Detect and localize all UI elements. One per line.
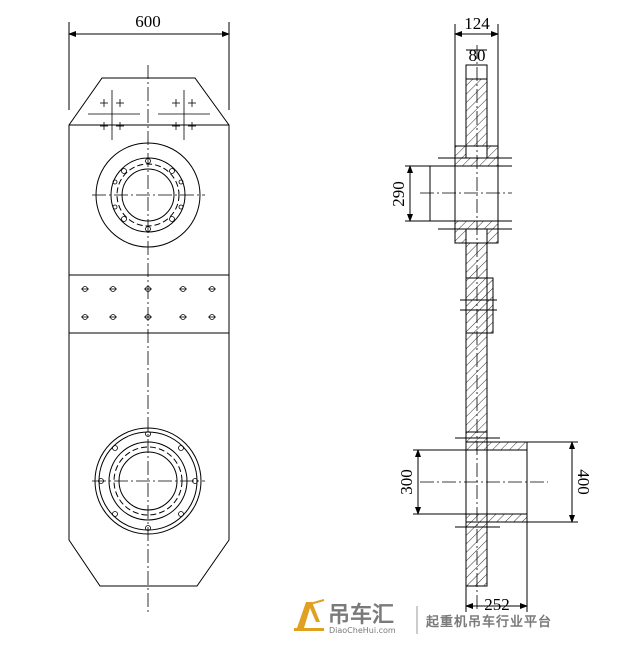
crane-logo-icon	[294, 599, 325, 631]
web-middle-c	[465, 332, 488, 433]
lower-web-top	[465, 431, 488, 443]
dim-80-label: 80	[469, 46, 486, 65]
dim-290-label: 290	[389, 181, 408, 207]
dim-300-label: 300	[397, 469, 416, 495]
top-slot	[465, 64, 488, 80]
lower-hub-bolts	[98, 431, 198, 531]
dim-600-label: 600	[135, 12, 161, 31]
web-lower	[465, 521, 488, 587]
lower-hub-web-top	[465, 441, 488, 451]
lower-hub	[92, 427, 205, 535]
front-view	[68, 22, 230, 612]
upper-hub-bolts	[112, 158, 184, 232]
watermark: 吊车汇 DiaoCheHui.com 起重机吊车行业平台	[294, 599, 552, 635]
web-middle-a	[465, 242, 488, 279]
top-marks-left	[88, 90, 140, 140]
web-middle-b	[465, 277, 488, 334]
dim-124-label: 124	[464, 14, 490, 33]
upper-flange-top-right	[486, 145, 499, 159]
side-view	[405, 24, 578, 612]
upper-bore	[454, 165, 499, 222]
lower-hub-web-bot	[465, 513, 488, 523]
upper-flange-bot-left	[454, 228, 467, 244]
top-marks-right	[158, 90, 210, 140]
upper-boss-top	[454, 157, 499, 167]
watermark-slogan: 起重机吊车行业平台	[425, 614, 552, 630]
watermark-url: DiaoCheHui.com	[329, 626, 396, 635]
lower-hub-flange-top	[486, 441, 528, 451]
upper-hub	[92, 142, 205, 248]
plate-outline	[68, 77, 230, 587]
web-side-plate	[486, 277, 494, 334]
upper-flange-top-left	[454, 145, 467, 159]
band-bolts	[81, 286, 216, 320]
dim-252-label: 252	[484, 595, 510, 614]
watermark-brand: 吊车汇	[328, 602, 394, 628]
upper-boss-bottom	[454, 220, 499, 230]
upper-flange-bot-right	[486, 228, 499, 244]
web-upper	[465, 78, 488, 147]
lower-hub-flange-bot	[486, 513, 528, 523]
dim-400-label: 400	[574, 469, 593, 495]
